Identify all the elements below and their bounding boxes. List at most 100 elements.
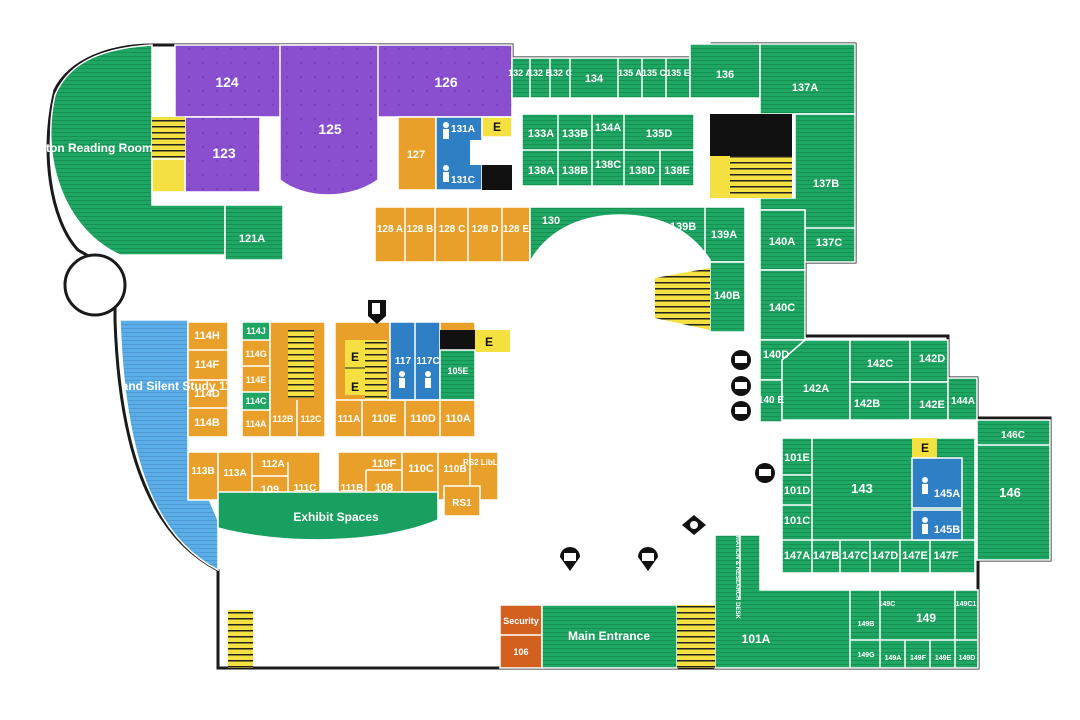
room-105e[interactable]: 105E — [447, 366, 468, 376]
room-135c[interactable]: 135 C — [642, 68, 667, 78]
room-149b[interactable]: 149B — [858, 621, 875, 628]
info-research-desk[interactable]: INFORMATION & RESEARCH DESK — [734, 517, 740, 619]
elevator-e4[interactable]: E — [485, 335, 493, 349]
room-140b[interactable]: 140B — [714, 290, 740, 302]
room-142e[interactable]: 142E — [919, 399, 945, 411]
printer-icon[interactable] — [731, 376, 751, 396]
room-131a[interactable]: 131A — [451, 124, 475, 135]
room-108[interactable]: 108 — [375, 482, 393, 494]
room-149c1[interactable]: 149C1 — [956, 601, 977, 608]
room-121a[interactable]: 121A — [239, 233, 265, 245]
room-128a[interactable]: 128 A — [377, 224, 403, 235]
room-113b[interactable]: 113B — [191, 466, 214, 477]
elevator-e2[interactable]: E — [351, 350, 359, 364]
room-138d[interactable]: 138D — [629, 165, 655, 177]
room-132a[interactable]: 132 A — [508, 68, 532, 78]
room-138e[interactable]: 138E — [664, 165, 690, 177]
room-111a[interactable]: 111A — [338, 414, 361, 425]
room-138c[interactable]: 138C — [595, 159, 621, 171]
room-101e[interactable]: 101E — [784, 452, 810, 464]
printer-icon[interactable] — [731, 401, 751, 421]
room-125[interactable]: 125 — [318, 121, 342, 137]
room-128b[interactable]: 128 B — [407, 224, 434, 235]
room-140e[interactable]: 140 E — [758, 395, 784, 406]
room-142b[interactable]: 142B — [854, 398, 880, 410]
room-117c[interactable]: 117C — [416, 356, 439, 367]
room-139a[interactable]: 139A — [711, 229, 737, 241]
elevator-e3[interactable]: E — [351, 380, 359, 394]
room-graduate-study[interactable]: Graduate and Silent Study 115 — [66, 379, 239, 393]
room-147d[interactable]: 147D — [872, 550, 898, 562]
room-133a[interactable]: 133A — [528, 128, 554, 140]
room-132b[interactable]: 132 B — [528, 68, 553, 78]
room-123[interactable]: 123 — [212, 145, 236, 161]
room-128d[interactable]: 128 D — [472, 224, 499, 235]
room-140c[interactable]: 140C — [769, 302, 795, 314]
phone-icon[interactable] — [368, 300, 386, 324]
room-134a[interactable]: 134A — [595, 122, 621, 134]
room-146[interactable]: 146 — [999, 485, 1021, 500]
room-112b[interactable]: 112B — [272, 414, 294, 424]
room-111c[interactable]: 111C — [294, 483, 317, 494]
room-112a[interactable]: 112A — [261, 459, 284, 470]
room-124[interactable]: 124 — [215, 74, 239, 90]
room-111b[interactable]: 111B — [341, 483, 364, 494]
room-147b[interactable]: 147B — [813, 550, 839, 562]
room-110b[interactable]: 110B — [443, 464, 466, 475]
room-138b[interactable]: 138B — [562, 165, 588, 177]
room-147a[interactable]: 147A — [784, 550, 810, 562]
room-110f[interactable]: 110F — [372, 458, 397, 470]
room-137a[interactable]: 137A — [792, 82, 818, 94]
room-149c[interactable]: 149C — [879, 601, 896, 608]
room-137b[interactable]: 137B — [813, 178, 839, 190]
room-110a[interactable]: 110A — [445, 413, 471, 425]
room-147e[interactable]: 147E — [902, 550, 928, 562]
room-138a[interactable]: 138A — [528, 165, 554, 177]
room-132c[interactable]: 132 C — [548, 68, 573, 78]
room-exhibit[interactable]: Exhibit Spaces — [293, 510, 379, 524]
room-halton[interactable]: Halton Reading Room — [27, 141, 152, 155]
checkout-icon[interactable] — [682, 515, 706, 535]
room-140a[interactable]: 140A — [769, 236, 795, 248]
room-security[interactable]: Security — [503, 616, 539, 626]
room-149f[interactable]: 149F — [910, 655, 927, 662]
printer-icon[interactable] — [731, 350, 751, 370]
room-127[interactable]: 127 — [407, 149, 425, 161]
room-149[interactable]: 149 — [916, 611, 936, 625]
room-114j[interactable]: 114J — [246, 326, 266, 336]
room-rs2[interactable]: RS2 LibLab — [463, 458, 507, 467]
room-101d[interactable]: 101D — [784, 485, 810, 497]
room-117[interactable]: 117 — [395, 356, 412, 367]
room-145b[interactable]: 145B — [934, 524, 960, 536]
room-114h[interactable]: 114H — [194, 330, 220, 342]
room-rs1[interactable]: RS1 — [452, 498, 472, 509]
copier-icon[interactable] — [560, 547, 580, 571]
room-114g[interactable]: 114G — [245, 349, 267, 359]
room-112c[interactable]: 112C — [300, 414, 322, 424]
room-114a[interactable]: 114A — [245, 419, 267, 429]
room-135e[interactable]: 135 E — [666, 68, 690, 78]
room-110c[interactable]: 110C — [408, 463, 434, 475]
monitor-icon[interactable] — [638, 547, 658, 571]
room-143[interactable]: 143 — [851, 481, 873, 496]
room-135d[interactable]: 135D — [646, 128, 672, 140]
room-135a[interactable]: 135 A — [618, 68, 642, 78]
room-142a[interactable]: 142A — [803, 383, 829, 395]
room-147c[interactable]: 147C — [842, 550, 868, 562]
room-126[interactable]: 126 — [434, 74, 458, 90]
room-main-entrance[interactable]: Main Entrance — [568, 629, 650, 643]
room-110d[interactable]: 110D — [410, 413, 436, 425]
room-106[interactable]: 106 — [513, 647, 528, 657]
room-147f[interactable]: 147F — [933, 550, 958, 562]
room-136[interactable]: 136 — [716, 69, 734, 81]
printer-icon[interactable] — [755, 463, 775, 483]
elevator-e5[interactable]: E — [921, 441, 929, 455]
room-149d[interactable]: 149D — [959, 655, 976, 662]
room-145a[interactable]: 145A — [934, 488, 960, 500]
room-146c[interactable]: 146C — [1001, 430, 1025, 441]
room-114d[interactable]: 114D — [194, 388, 220, 400]
room-134[interactable]: 134 — [585, 73, 604, 85]
room-142d[interactable]: 142D — [919, 353, 945, 365]
room-110e[interactable]: 110E — [371, 413, 396, 425]
room-149a[interactable]: 149A — [885, 655, 902, 662]
